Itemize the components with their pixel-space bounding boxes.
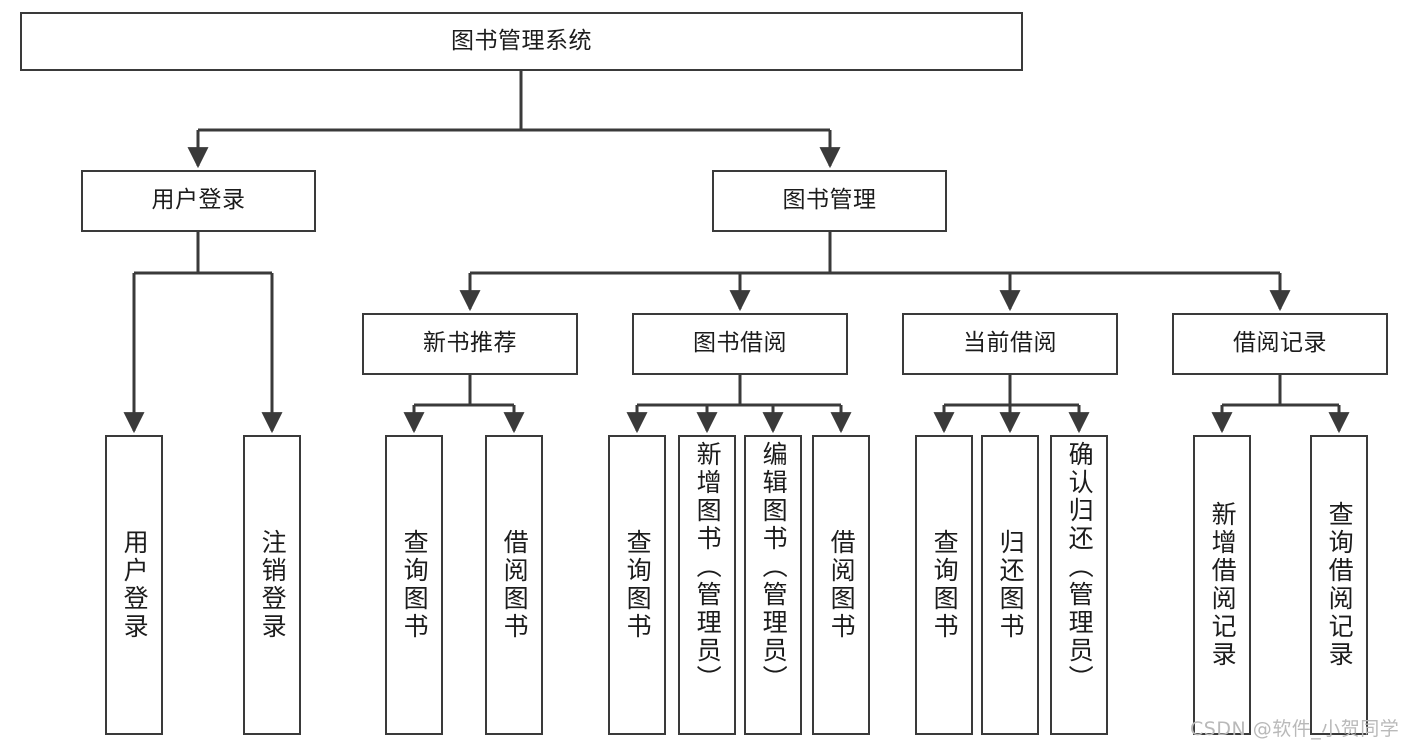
leaf-borrow-book-2[interactable]: 借阅图书 (812, 435, 870, 735)
leaf-confirm-return-admin[interactable]: 确认归还（管理员） (1050, 435, 1108, 735)
leaf-user-login[interactable]: 用户登录 (105, 435, 163, 735)
node-user-login[interactable]: 用户登录 (81, 170, 316, 232)
node-root-system[interactable]: 图书管理系统 (20, 12, 1023, 71)
leaf-add-borrow-record[interactable]: 新增借阅记录 (1193, 435, 1251, 735)
leaf-add-book-admin[interactable]: 新增图书（管理员） (678, 435, 736, 735)
leaf-edit-book-admin[interactable]: 编辑图书（管理员） (744, 435, 802, 735)
node-book-borrow[interactable]: 图书借阅 (632, 313, 848, 375)
leaf-query-borrow-record[interactable]: 查询借阅记录 (1310, 435, 1368, 735)
csdn-watermark: CSDN @软件_小贺同学 (1190, 718, 1400, 740)
leaf-borrow-book-1[interactable]: 借阅图书 (485, 435, 543, 735)
node-book-management[interactable]: 图书管理 (712, 170, 947, 232)
leaf-return-book[interactable]: 归还图书 (981, 435, 1039, 735)
leaf-query-book-1[interactable]: 查询图书 (385, 435, 443, 735)
leaf-query-book-3[interactable]: 查询图书 (915, 435, 973, 735)
leaf-query-book-2[interactable]: 查询图书 (608, 435, 666, 735)
leaf-logout-login[interactable]: 注销登录 (243, 435, 301, 735)
node-borrow-record[interactable]: 借阅记录 (1172, 313, 1388, 375)
node-new-book-recommend[interactable]: 新书推荐 (362, 313, 578, 375)
node-current-borrow[interactable]: 当前借阅 (902, 313, 1118, 375)
